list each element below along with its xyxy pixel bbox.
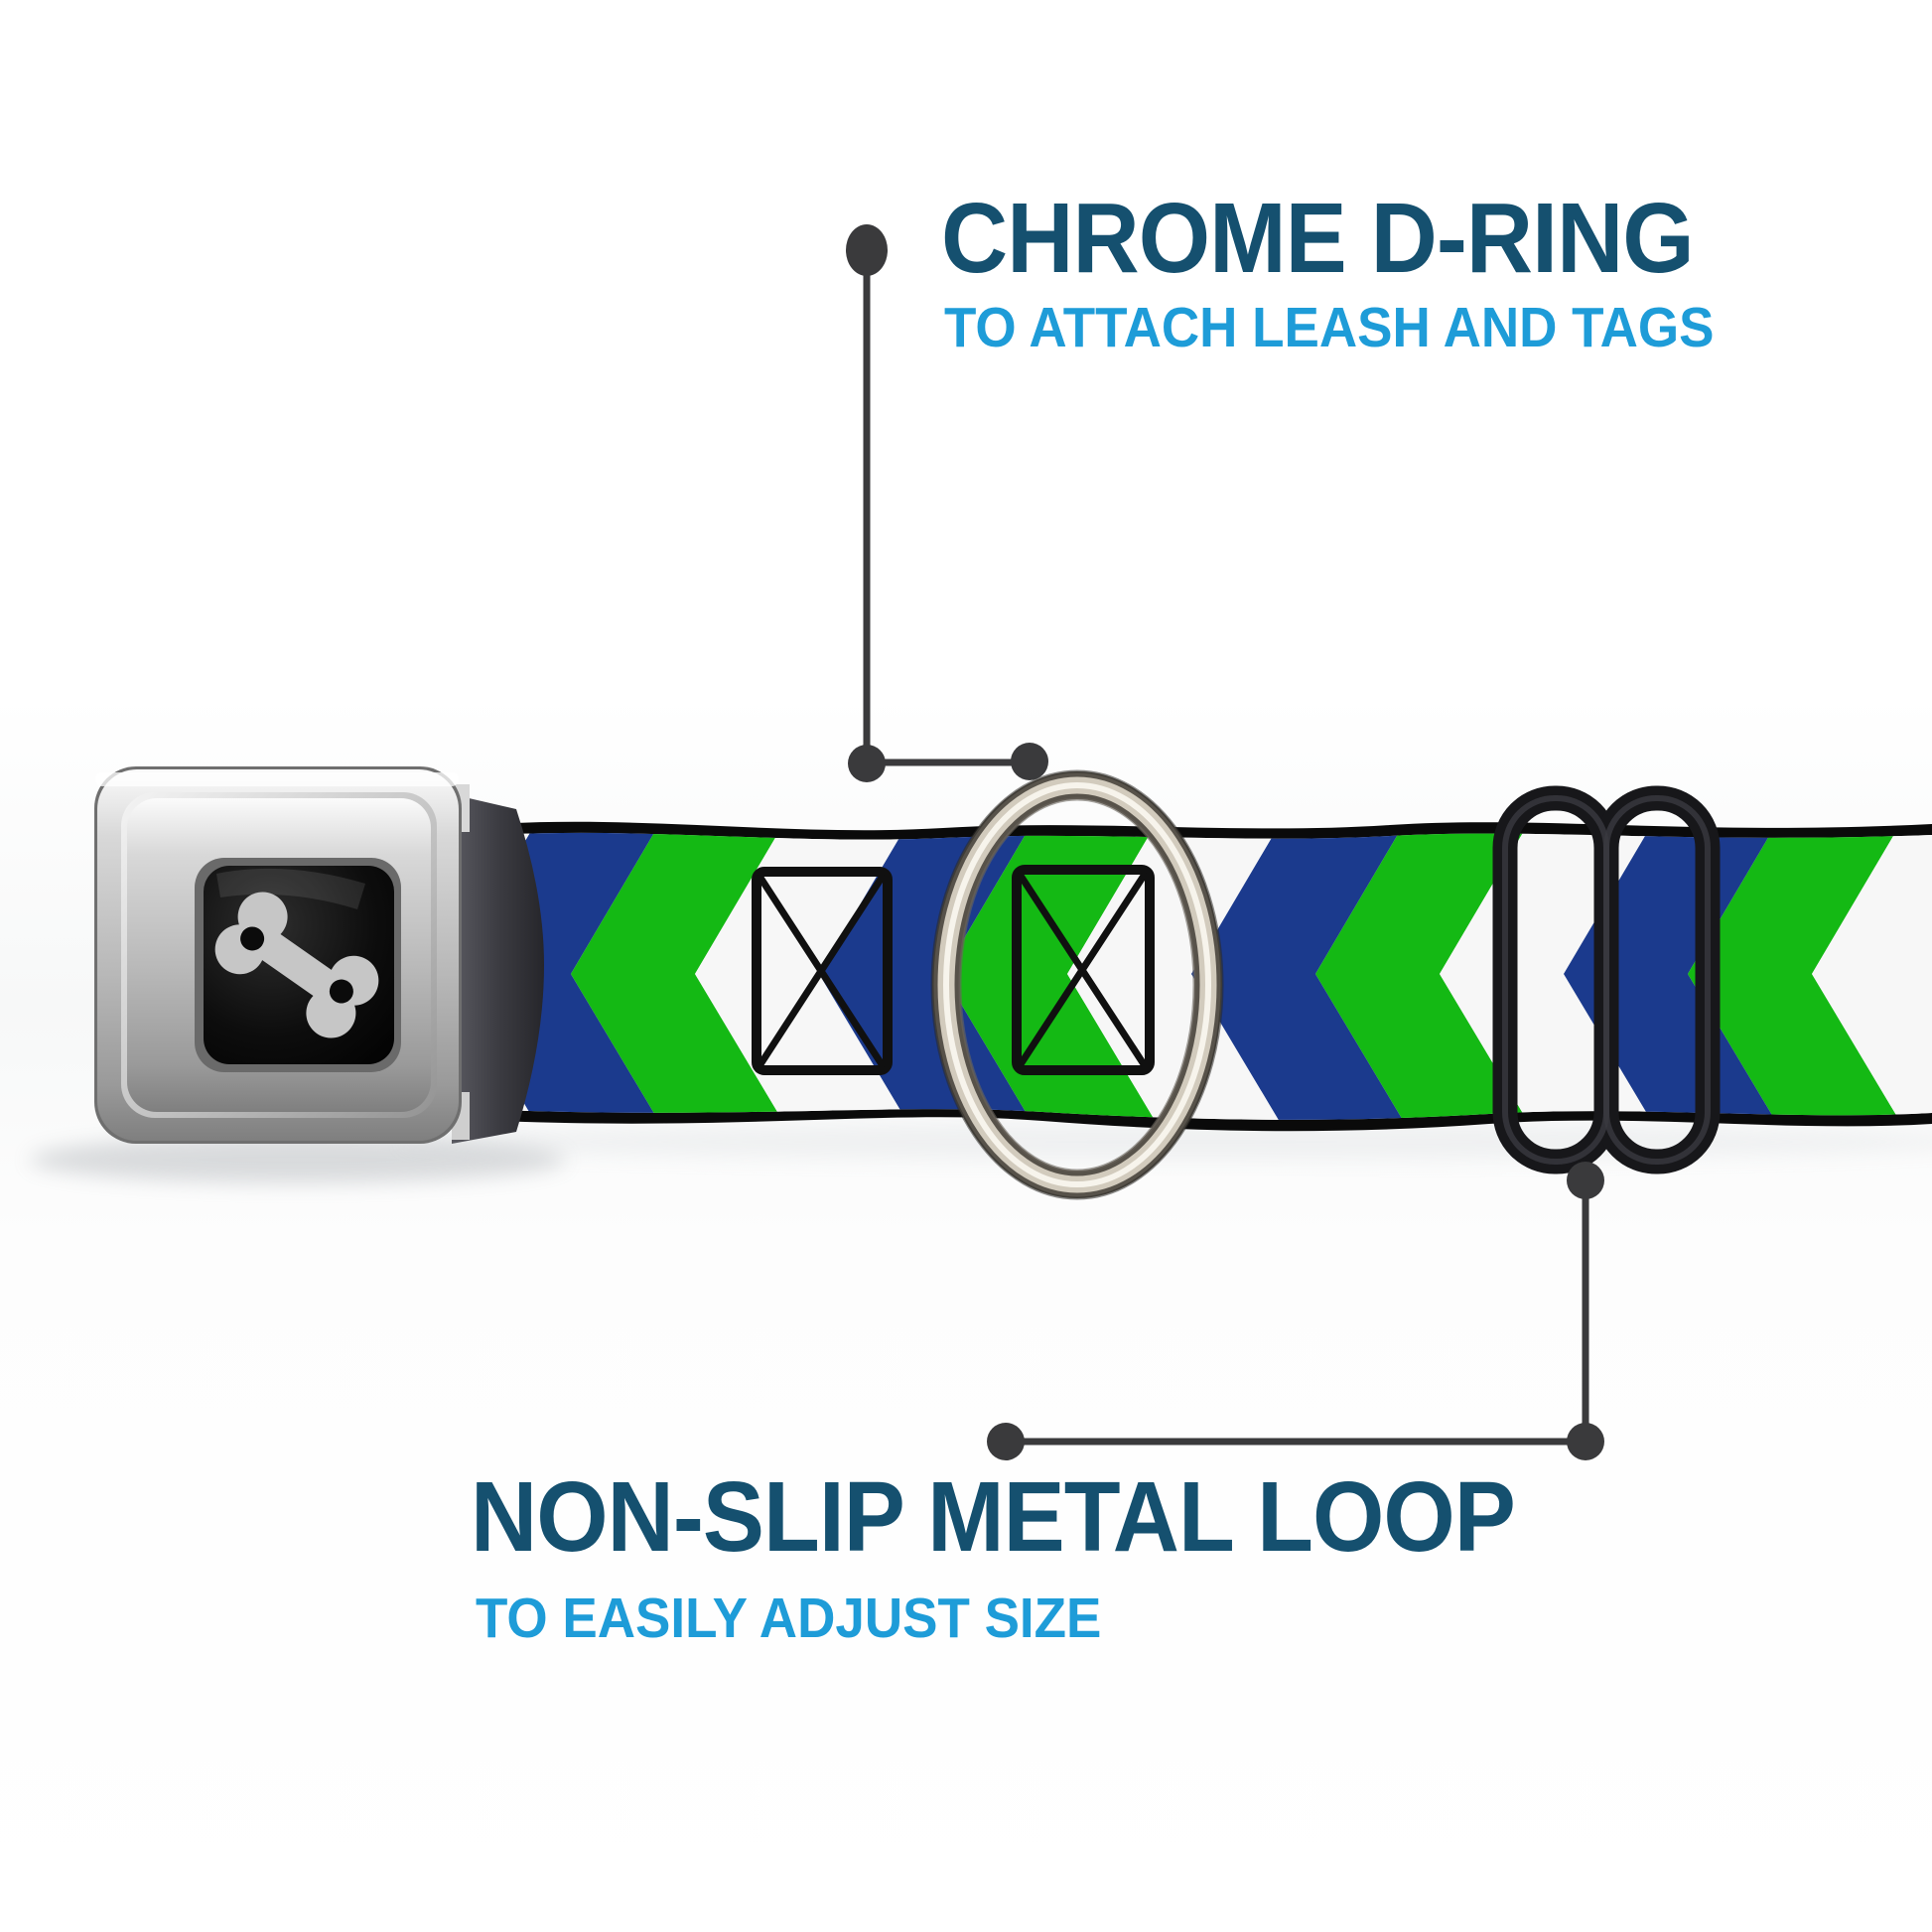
stitch-box-left [752, 867, 893, 1075]
slider-pointer-dot [1567, 1162, 1604, 1199]
bottom-callout-leader [987, 1162, 1604, 1460]
top-callout-subtitle: TO ATTACH LEASH AND TAGS [944, 296, 1715, 359]
chrome-d-ring [930, 769, 1224, 1200]
stitch-boxes [752, 865, 1155, 1075]
metal-slider-loop [1492, 785, 1721, 1174]
chevron-stripe [1688, 832, 1906, 1120]
chevron-stripe [571, 832, 789, 1120]
logo-plate-gloss [216, 868, 365, 909]
chevron-stripe [1191, 832, 1410, 1120]
chevron-stripe [1812, 832, 1932, 1120]
buckle-top-highlight [95, 772, 459, 786]
dog-bone-icon [214, 892, 379, 1038]
top-callout-title: CHROME D-RING [941, 183, 1695, 294]
chevron-stripe [1067, 832, 1286, 1120]
callout-leaders [846, 224, 1604, 1460]
top-callout-leader [846, 224, 1048, 782]
chevron-stripe [695, 832, 913, 1120]
top-callout-dot [846, 224, 888, 276]
stitch-box-right [1012, 865, 1155, 1075]
d-ring-pointer-dot [1011, 743, 1048, 780]
chevron-stripe [943, 832, 1162, 1120]
chevron-stripe [1315, 832, 1534, 1120]
seatbelt-buckle [94, 766, 462, 1144]
bottom-callout-title: NON-SLIP METAL LOOP [471, 1461, 1516, 1573]
bottom-callout-subtitle: TO EASILY ADJUST SIZE [476, 1587, 1102, 1650]
bottom-callout-dot [987, 1423, 1025, 1460]
top-elbow-dot [848, 745, 886, 782]
bottom-elbow-dot [1567, 1423, 1604, 1460]
